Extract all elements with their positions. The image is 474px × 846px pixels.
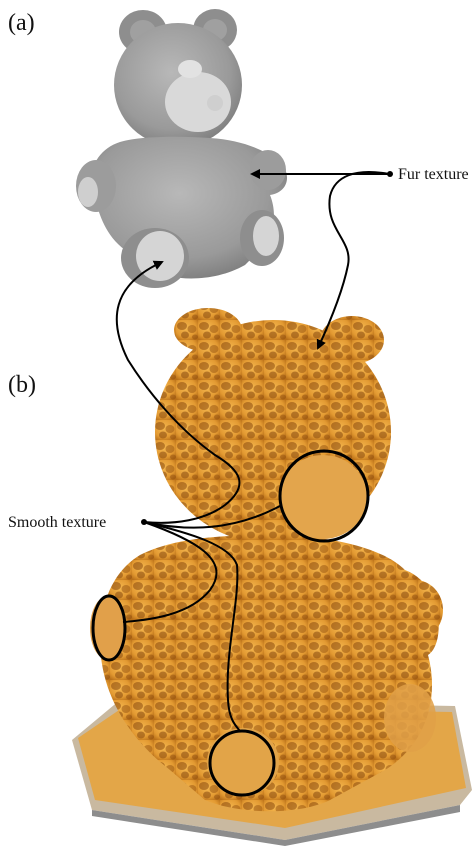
bear-right-arm	[250, 150, 286, 190]
print-right-arm	[387, 580, 443, 640]
printed-bear	[72, 308, 472, 846]
fur-texture-label: Fur texture	[398, 166, 469, 183]
smooth-texture-label: Smooth texture	[8, 514, 106, 531]
bear-nose	[178, 60, 202, 78]
panel-label-b: (b)	[8, 372, 36, 398]
rendered-bear	[76, 9, 287, 288]
panel-label-a: (a)	[8, 10, 35, 36]
